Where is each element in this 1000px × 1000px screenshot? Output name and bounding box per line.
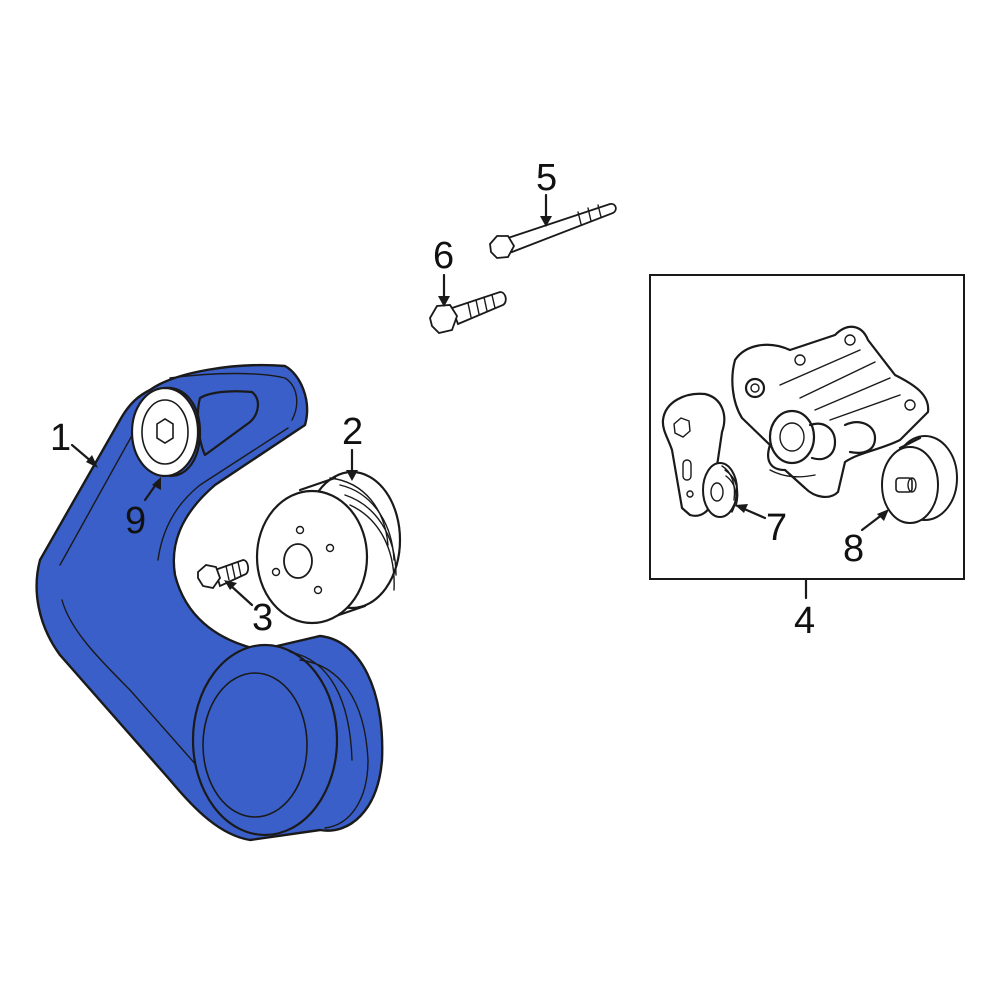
- callout-3[interactable]: 3: [252, 597, 273, 639]
- arrowhead-8: [877, 509, 889, 521]
- arrowhead-6: [438, 296, 450, 307]
- tensioner-bracket-assembly[interactable]: [649, 274, 965, 580]
- pulley[interactable]: [255, 470, 402, 625]
- bolt-thread: [225, 565, 230, 581]
- callout-9[interactable]: 9: [125, 500, 146, 542]
- belt-crank-wrap: [191, 643, 339, 837]
- idler-side: [163, 386, 202, 478]
- assembly-frame: [649, 274, 965, 580]
- long-bolt-thread: [597, 204, 602, 218]
- pulley-groove: [349, 504, 395, 591]
- belt-idler-pulley[interactable]: [130, 386, 202, 478]
- pulley-bolt-hole: [271, 567, 281, 577]
- short-bolt-thread: [475, 299, 480, 315]
- tensioner-slot: [682, 459, 692, 481]
- serpentine-belt[interactable]: [35, 363, 384, 842]
- long-bolt-shank: [506, 203, 617, 254]
- pulley-bolt-hole: [295, 525, 305, 535]
- bolt-head: [197, 564, 222, 589]
- arrowhead-1: [86, 455, 98, 468]
- callout-5[interactable]: 5: [536, 157, 557, 199]
- long-bolt-thread: [577, 211, 582, 225]
- tensioner-pin: [686, 490, 694, 498]
- pulley-bolt-hole: [313, 585, 323, 595]
- long-bolt-head: [489, 235, 516, 259]
- belt-crank-inner: [202, 672, 308, 818]
- callout-6[interactable]: 6: [433, 235, 454, 277]
- idler-pulley[interactable]: [881, 435, 958, 524]
- short-bolt-shank: [450, 291, 507, 326]
- leader-arrow-8: [860, 512, 885, 532]
- pulley-groove: [329, 477, 389, 546]
- bolt-thread: [231, 563, 236, 579]
- tensioner-pulley-groove: [724, 469, 739, 507]
- short-bolt-head: [429, 304, 458, 334]
- callout-1[interactable]: 1: [50, 417, 71, 459]
- short-bolt-thread: [483, 296, 488, 312]
- belt-crank-groove: [289, 651, 353, 761]
- callout-8[interactable]: 8: [843, 528, 864, 570]
- tensioner-pulley-groove: [721, 465, 736, 501]
- belt-tensioner[interactable]: [661, 392, 739, 518]
- leader-arrow-3: [228, 583, 254, 607]
- belt-rib-line: [157, 427, 289, 561]
- arrowhead-7: [735, 504, 748, 513]
- pulley-hub: [283, 543, 313, 579]
- arrowhead-2: [346, 470, 358, 481]
- long-bolt-thread: [587, 207, 592, 222]
- mounting-bracket: [731, 325, 930, 498]
- belt-rib-line: [169, 372, 298, 421]
- callout-labels: 1 2 3 4 5 6 7 8 9: [50, 157, 864, 642]
- callout-7[interactable]: 7: [766, 507, 787, 549]
- short-bolt-thread: [467, 302, 472, 318]
- tensioner-pulley: [702, 462, 738, 518]
- tensioner-bolt-head: [673, 417, 691, 438]
- tensioner-pulley-groove: [725, 475, 737, 513]
- short-bolt-thread: [491, 294, 496, 309]
- belt-crank-groove: [299, 659, 369, 829]
- callout-2[interactable]: 2: [342, 411, 363, 453]
- pulley-body-top: [298, 476, 337, 492]
- callout-4[interactable]: 4: [794, 600, 815, 642]
- idler-bolt-head: [156, 418, 174, 444]
- leader-arrow-7: [740, 506, 767, 520]
- tensioner-pulley-hub: [710, 482, 724, 502]
- arrowhead-9: [152, 477, 161, 490]
- bolt-thread: [237, 561, 242, 577]
- short-bolt[interactable]: [429, 291, 507, 334]
- pulley-bolt-hole: [325, 543, 335, 553]
- leader-lines: [70, 193, 889, 607]
- pulley-groove: [344, 494, 397, 576]
- idler-pulley-stub-end: [907, 477, 917, 493]
- arrowhead-3: [224, 580, 237, 590]
- bolt-shank: [213, 559, 250, 588]
- long-bolt[interactable]: [489, 203, 617, 259]
- pulley-bolt[interactable]: [197, 559, 250, 589]
- arrowhead-5: [540, 216, 552, 227]
